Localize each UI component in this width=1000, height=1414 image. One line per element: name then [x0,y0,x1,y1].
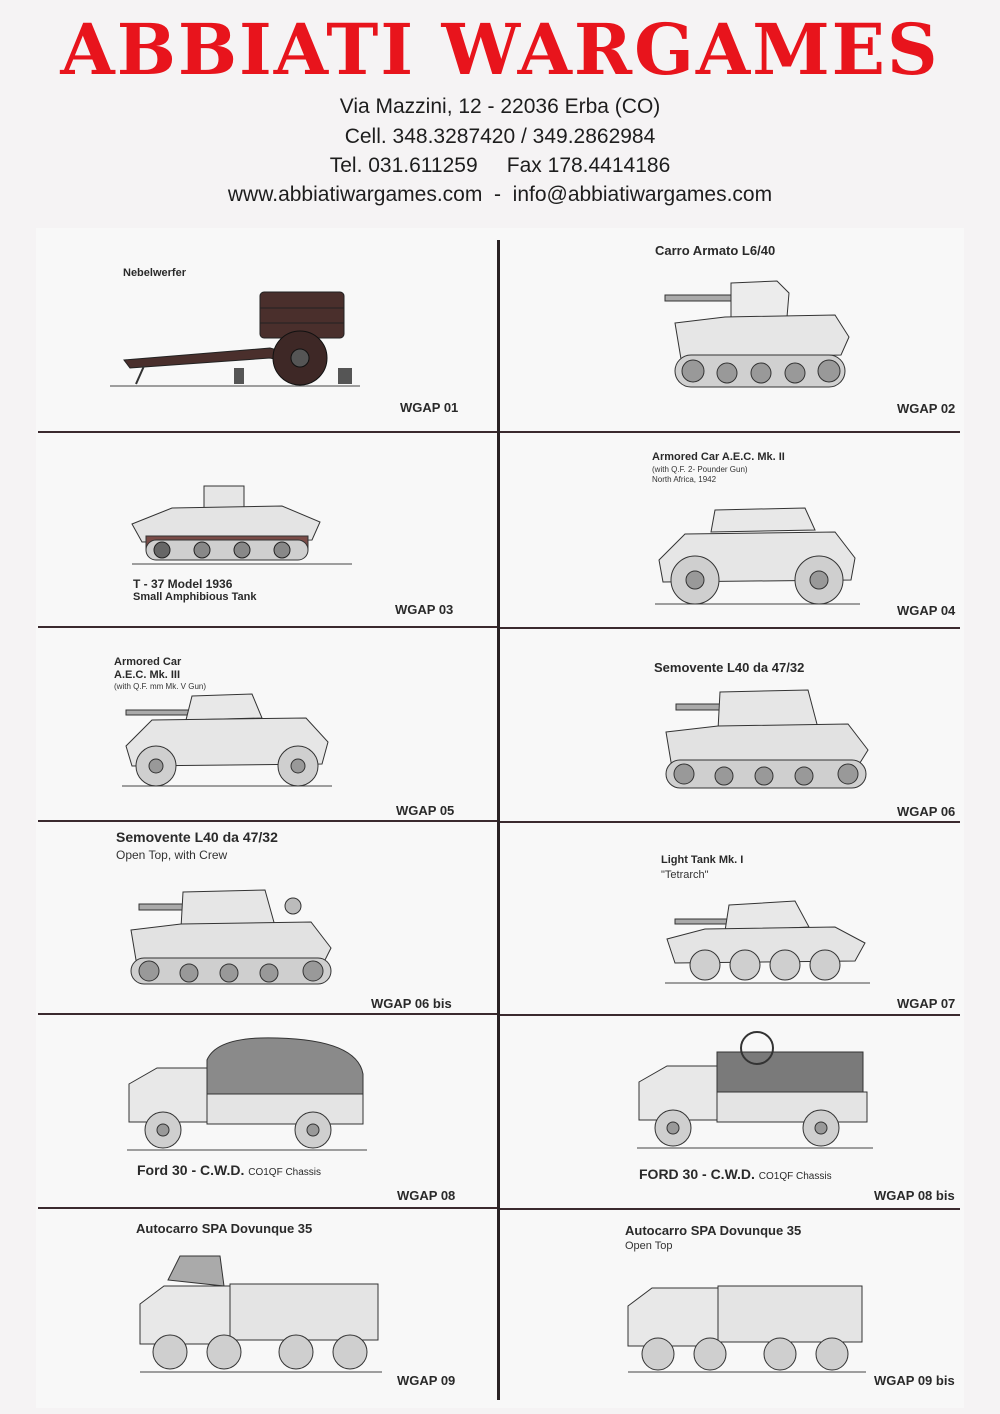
product-name-text: FORD 30 - C.W.D. [639,1166,755,1182]
row-divider [38,1207,497,1209]
product-name-text: Ford 30 - C.W.D. [137,1162,245,1178]
product-code: WGAP 09 [397,1373,456,1388]
row-divider [500,627,960,629]
product-name: Carro Armato L6/40 [655,243,776,258]
ford-cwd-truck-covered-drawing [127,1032,367,1152]
row-divider [38,820,497,822]
row-divider [38,1013,497,1015]
cell-phones: Cell. 348.3287420 / 349.2862984 [344,125,656,148]
semovente-l40-drawing [658,680,873,792]
t37-tank-drawing [132,480,322,565]
product-name: FORD 30 - C.W.D. CO1QF Chassis [639,1166,832,1182]
product-name: Semovente L40 da 47/32 [654,660,805,675]
product-name: T - 37 Model 1936 [133,577,233,591]
aec-mk2-armored-car-drawing [655,490,860,608]
product-subtitle: Small Amphibious Tank [133,591,257,603]
product-name: Light Tank Mk. I [661,854,744,866]
product-name: Autocarro SPA Dovunque 35 [625,1223,802,1238]
product-name: Armored Car A.E.C. Mk. II [652,451,785,463]
product-subtitle: Open Top [625,1240,673,1252]
row-divider [500,1014,960,1016]
product-code: WGAP 07 [897,996,956,1011]
product-note: (with Q.F. 2- Pounder Gun) [652,465,748,474]
product-name: Nebelwerfer [123,267,186,279]
spa-dovunque-covered-drawing [140,1250,382,1376]
brand-title: ABBIATI WARGAMES [60,8,940,91]
product-code: WGAP 03 [395,602,454,617]
product-code: WGAP 08 bis [874,1188,955,1203]
product-chassis: CO1QF Chassis [758,1171,832,1182]
product-note: North Africa, 1942 [652,475,717,484]
row-divider [500,1208,960,1210]
product-code: WGAP 08 [397,1188,456,1203]
row-divider [500,821,960,823]
row-divider [38,431,497,433]
product-code: WGAP 06 [897,804,956,819]
aec-mk3-armored-car-drawing [122,680,332,788]
tetrarch-tank-drawing [665,885,870,985]
product-code: WGAP 01 [400,400,459,415]
semovente-open-top-drawing [125,878,335,988]
l6-40-tank-drawing [665,275,855,393]
row-divider [500,431,960,433]
product-subtitle: Open Top, with Crew [116,848,228,862]
product-name: A.E.C. Mk. III [114,669,181,681]
product-name: Autocarro SPA Dovunque 35 [136,1221,313,1236]
catalog-sheet [36,228,964,1408]
product-name: Armored Car [114,656,182,668]
web-email: www.abbiatiwargames.com - info@abbiatiwa… [227,183,773,206]
product-chassis: CO1QF Chassis [248,1167,322,1178]
product-code: WGAP 05 [396,803,455,818]
product-code: WGAP 02 [897,401,956,416]
product-note: (with Q.F. mm Mk. V Gun) [114,682,207,691]
row-divider [38,626,497,628]
spa-dovunque-open-top-drawing [628,1260,866,1376]
address: Via Mazzini, 12 - 22036 Erba (CO) [339,95,661,118]
tel-fax: Tel. 031.611259 Fax 178.4414186 [329,154,671,177]
product-name: Ford 30 - C.W.D. CO1QF Chassis [137,1162,321,1178]
nebelwerfer-drawing [110,288,360,388]
column-divider [497,240,500,1400]
product-code: WGAP 04 [897,603,956,618]
product-subtitle: "Tetrarch" [661,869,709,881]
product-name: Semovente L40 da 47/32 [116,829,278,845]
product-code: WGAP 06 bis [371,996,452,1011]
ford-cwd-truck-loaded-drawing [637,1030,873,1150]
product-code: WGAP 09 bis [874,1373,955,1388]
